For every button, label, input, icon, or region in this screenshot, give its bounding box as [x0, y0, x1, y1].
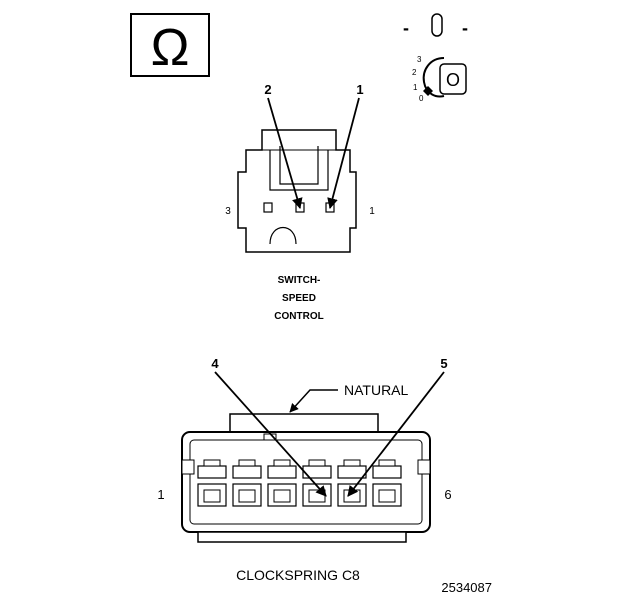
- callout-number-1: 1: [356, 82, 363, 97]
- switch-caption-line-2: SPEED: [282, 293, 316, 304]
- callout-number-5: 5: [440, 356, 447, 371]
- key-position-0: 0: [419, 94, 424, 103]
- switch-caption-line-1: SWITCH-: [278, 275, 321, 286]
- clockspring-cavity: [267, 459, 297, 507]
- clockspring-caption: CLOCKSPRING C8: [236, 567, 360, 583]
- ohm-symbol-box: Ω: [130, 13, 210, 77]
- switch-speed-control-connector: 2 1 3 1 SWITCH- SPEED CONTROL: [225, 82, 375, 322]
- clockspring-cavity: [372, 459, 402, 507]
- key-top-mark-left: -: [403, 18, 409, 38]
- callout-arrow-5: [347, 371, 445, 497]
- switch-pin-1-label: 1: [369, 206, 375, 217]
- key-position-3: 3: [417, 55, 422, 64]
- callout-arrow-2: [267, 97, 303, 210]
- natural-leader-line: [289, 389, 338, 413]
- figure-number: 2534087: [441, 580, 492, 595]
- clockspring-c8-connector: 4 5 NATURAL 1 6 CLOCKSPRING C8: [157, 356, 451, 583]
- key-switch-icon: - - O 3 2 1 0: [403, 13, 468, 103]
- clockspring-cavity: [232, 459, 262, 507]
- callout-arrow-4: [214, 371, 327, 497]
- callout-number-2: 2: [264, 82, 271, 97]
- key-position-2: 2: [412, 68, 417, 77]
- clockspring-pin-6-label: 6: [444, 487, 451, 502]
- color-note-natural: NATURAL: [344, 382, 409, 398]
- ohm-icon: Ω: [151, 19, 190, 77]
- clockspring-cavity: [197, 459, 227, 507]
- key-top-mark-right: -: [462, 18, 468, 38]
- switch-pin-3-label: 3: [225, 206, 231, 217]
- svg-text:O: O: [446, 70, 460, 90]
- switch-caption-line-3: CONTROL: [274, 311, 323, 322]
- key-position-1: 1: [413, 83, 418, 92]
- clockspring-pin-1-label: 1: [157, 487, 164, 502]
- callout-arrow-1: [327, 97, 360, 210]
- callout-number-4: 4: [211, 356, 219, 371]
- switch-cavity-3: [263, 202, 273, 213]
